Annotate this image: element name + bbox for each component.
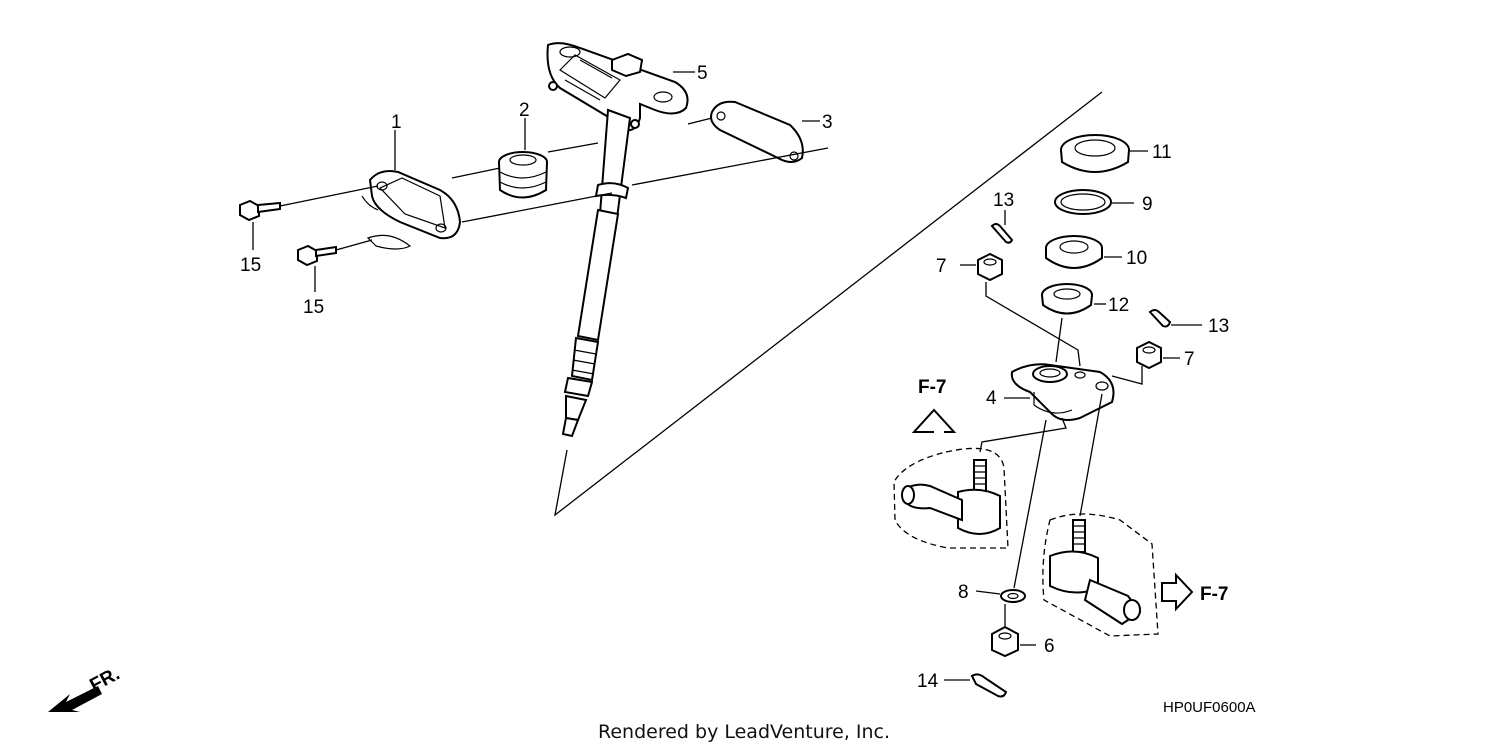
callout-2: 2 [519, 100, 530, 121]
reference-arrow-right-icon [1161, 572, 1194, 612]
callout-13-right: 13 [1208, 316, 1229, 337]
callout-15-lower: 15 [303, 297, 324, 318]
explode-guide-line [554, 91, 1103, 517]
leader-line [335, 239, 373, 251]
steering-arm[interactable] [1010, 363, 1115, 421]
callout-8: 8 [958, 582, 969, 603]
callout-7-left: 7 [936, 256, 947, 277]
oil-seal-upper[interactable] [1060, 134, 1130, 173]
callout-1: 1 [391, 112, 402, 133]
tie-rod-end-left[interactable] [893, 447, 1009, 549]
callout-4: 4 [986, 388, 997, 409]
shaft-bushing[interactable] [498, 151, 548, 199]
oil-seal-lower[interactable] [1041, 283, 1093, 315]
leader-line [1055, 317, 1063, 363]
leader-line [1079, 393, 1103, 517]
cotter-pin-right[interactable] [1148, 309, 1172, 328]
callout-5: 5 [697, 63, 708, 84]
callout-3: 3 [822, 112, 833, 133]
cotter-pin-lower[interactable] [970, 673, 1008, 698]
castle-nut-lower[interactable] [991, 625, 1019, 658]
castle-nut-left[interactable] [977, 252, 1003, 282]
diagram-code: HP0UF0600A [1163, 699, 1256, 716]
callout-7-right: 7 [1184, 349, 1195, 370]
leader-line [631, 147, 829, 186]
cotter-pin-left[interactable] [990, 223, 1014, 244]
washer[interactable] [1000, 589, 1026, 603]
leader-line [1111, 366, 1143, 385]
callout-14: 14 [917, 671, 939, 692]
circlip[interactable] [1054, 189, 1112, 215]
leader-line [451, 167, 501, 179]
flange-bolt-lower[interactable] [297, 244, 337, 267]
reference-arrow-up-icon [911, 408, 957, 433]
callout-12: 12 [1108, 295, 1129, 316]
radial-ball-bearing[interactable] [1045, 235, 1103, 269]
callout-15-upper: 15 [240, 255, 261, 276]
callout-6: 6 [1044, 636, 1055, 657]
callout-13-left: 13 [993, 190, 1014, 211]
leader-line [975, 590, 1001, 595]
leader-line [547, 142, 599, 153]
callout-11: 11 [1152, 142, 1172, 163]
leader-line [279, 185, 379, 207]
castle-nut-right[interactable] [1136, 340, 1162, 370]
holder-plate[interactable] [710, 100, 804, 163]
tie-rod-end-right[interactable] [1042, 513, 1159, 637]
leader-line [1013, 419, 1047, 589]
flange-bolt-upper[interactable] [239, 199, 281, 222]
reference-label-f7-right: F-7 [1200, 584, 1229, 605]
leader-line [461, 192, 613, 223]
render-credit: Rendered by LeadVenture, Inc. [598, 721, 890, 743]
steering-shaft-holder[interactable] [361, 170, 462, 250]
leader-line [979, 417, 1067, 453]
steering-shaft[interactable] [546, 42, 689, 438]
reference-label-f7-upper: F-7 [918, 377, 947, 398]
front-direction-arrow-icon [48, 686, 102, 712]
leader-line [985, 282, 1081, 367]
callout-9: 9 [1142, 194, 1153, 215]
callout-10: 10 [1126, 248, 1147, 269]
leader-line [687, 117, 713, 125]
